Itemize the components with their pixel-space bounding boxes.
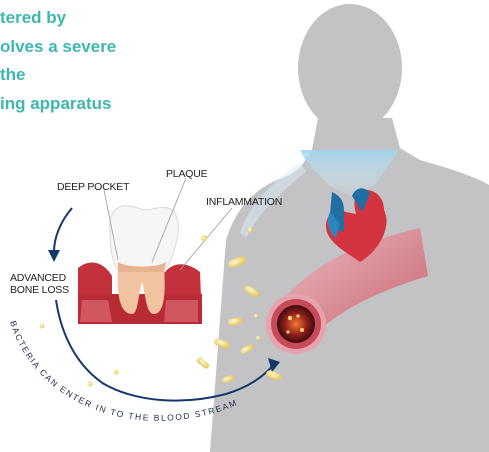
advanced-label: ADVANCED: [10, 272, 66, 284]
inflammation-label: INFLAMMATION: [206, 196, 282, 208]
headline-line-2: olves a severe: [0, 33, 240, 62]
headline: tered by olves a severe the ing apparatu…: [0, 4, 240, 118]
artery-cross-section-icon: [266, 294, 326, 354]
bacteria-path-label: BACTERIA CAN ENTER IN TO THE BLOOD STREA…: [8, 319, 239, 422]
bone-loss-label: BONE LOSS: [10, 284, 69, 296]
headline-line-3: the: [0, 61, 240, 90]
plaque-label: PLAQUE: [166, 168, 207, 180]
headline-line-4: ing apparatus: [0, 90, 240, 119]
headline-line-1: tered by: [0, 4, 240, 33]
deep-pocket-label: DEEP POCKET: [57, 181, 129, 193]
